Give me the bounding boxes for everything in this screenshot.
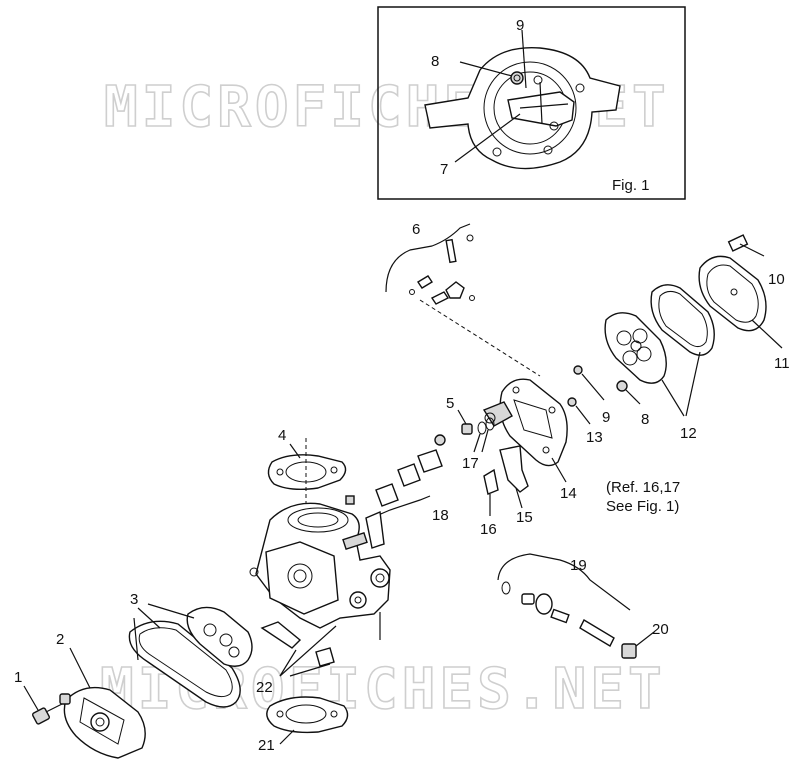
callout-22: 22 (256, 679, 273, 696)
callout-5: 5 (446, 395, 454, 412)
callout-21: 21 (258, 737, 275, 754)
main-carburetor-body (249, 495, 391, 640)
callout-17: 17 (462, 455, 479, 472)
fig1-inset: Fig. 1 (377, 6, 686, 200)
part-2-pump-body (59, 647, 146, 759)
reference-note-line2: See Fig. 1) (606, 498, 679, 515)
reference-note-line1: (Ref. 16,17 (606, 479, 680, 496)
part-22-jets (260, 621, 337, 677)
part-17-orings (473, 417, 495, 453)
part-14-pump-cover (482, 378, 568, 483)
part-11-cover (698, 255, 783, 349)
part-3-gasket-plates (128, 603, 253, 708)
part-1-screw (23, 685, 63, 725)
callout-18: 18 (432, 507, 449, 524)
screws-9-8-13 (567, 365, 641, 425)
part-4-gasket (267, 438, 347, 530)
part-21-gasket (266, 696, 349, 745)
part-5-needle (457, 409, 473, 435)
callout-13: 13 (586, 429, 603, 446)
callout-15: 15 (516, 509, 533, 526)
fig1-caption: Fig. 1 (612, 177, 650, 194)
callout-11: 11 (774, 355, 790, 372)
callout-20: 20 (652, 621, 669, 638)
callout-19: 19 (570, 557, 587, 574)
callout-1: 1 (14, 669, 22, 686)
callout-6: 6 (412, 221, 420, 238)
callout-2: 2 (56, 631, 64, 648)
part-12-gasket-diaphragm (604, 284, 715, 417)
callout-3: 3 (130, 591, 138, 608)
callout-9-fig1: 9 (516, 17, 524, 34)
part-19-needle-assembly (497, 553, 655, 659)
callout-9: 9 (602, 409, 610, 426)
callout-16: 16 (480, 521, 497, 538)
callout-10: 10 (768, 271, 785, 288)
parts-15-16-levers (483, 445, 529, 516)
callout-8: 8 (641, 411, 649, 428)
callout-4: 4 (278, 427, 286, 444)
callout-7: 7 (440, 161, 448, 178)
part-10-screw (727, 234, 765, 257)
callout-labels: 9 8 7 6 10 11 12 9 8 13 5 17 14 4 18 16 … (14, 17, 790, 754)
callout-8-fig1: 8 (431, 53, 439, 70)
callout-12: 12 (680, 425, 697, 442)
part-6-small-parts (385, 223, 541, 377)
reference-note: (Ref. 16,17 See Fig. 1) (606, 479, 680, 515)
part-18-plates (375, 434, 446, 517)
callout-14: 14 (560, 485, 577, 502)
